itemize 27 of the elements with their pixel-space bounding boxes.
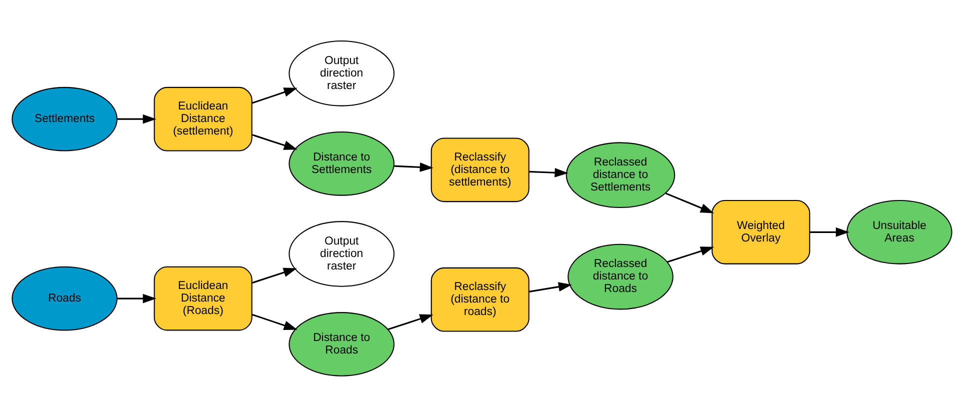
node-ellipse: Settlements <box>12 86 118 151</box>
node-ellipse: Output direction raster <box>288 40 395 106</box>
node-box: Euclidean Distance (settlement) <box>154 86 252 151</box>
node-ellipse: Reclassed distance to Settlements <box>566 142 676 208</box>
node-box: Euclidean Distance (Roads) <box>154 266 252 330</box>
arrow <box>666 246 714 262</box>
arrow <box>388 314 434 330</box>
node-box: Reclassify (distance to settlements) <box>430 137 530 202</box>
node-ellipse: Distance to Roads <box>288 312 395 376</box>
arrow <box>394 162 434 172</box>
arrow <box>252 313 298 330</box>
node-ellipse: Roads <box>12 266 118 330</box>
arrow <box>252 134 298 150</box>
arrow <box>252 87 298 104</box>
arrow <box>529 167 568 177</box>
arrow <box>810 226 850 236</box>
node-box: Reclassify (distance to roads) <box>430 266 530 332</box>
node-ellipse: Distance to Settlements <box>288 131 395 196</box>
arrow <box>665 192 714 213</box>
arrow <box>252 267 297 284</box>
node-ellipse: Reclassed distance to Roads <box>568 243 674 310</box>
arrow <box>529 282 572 292</box>
node-box: Weighted Overlay <box>712 200 810 264</box>
arrow <box>117 293 156 303</box>
node-ellipse: Unsuitable Areas <box>846 200 952 264</box>
arrow <box>117 114 156 124</box>
node-ellipse: Output direction raster <box>288 220 395 286</box>
